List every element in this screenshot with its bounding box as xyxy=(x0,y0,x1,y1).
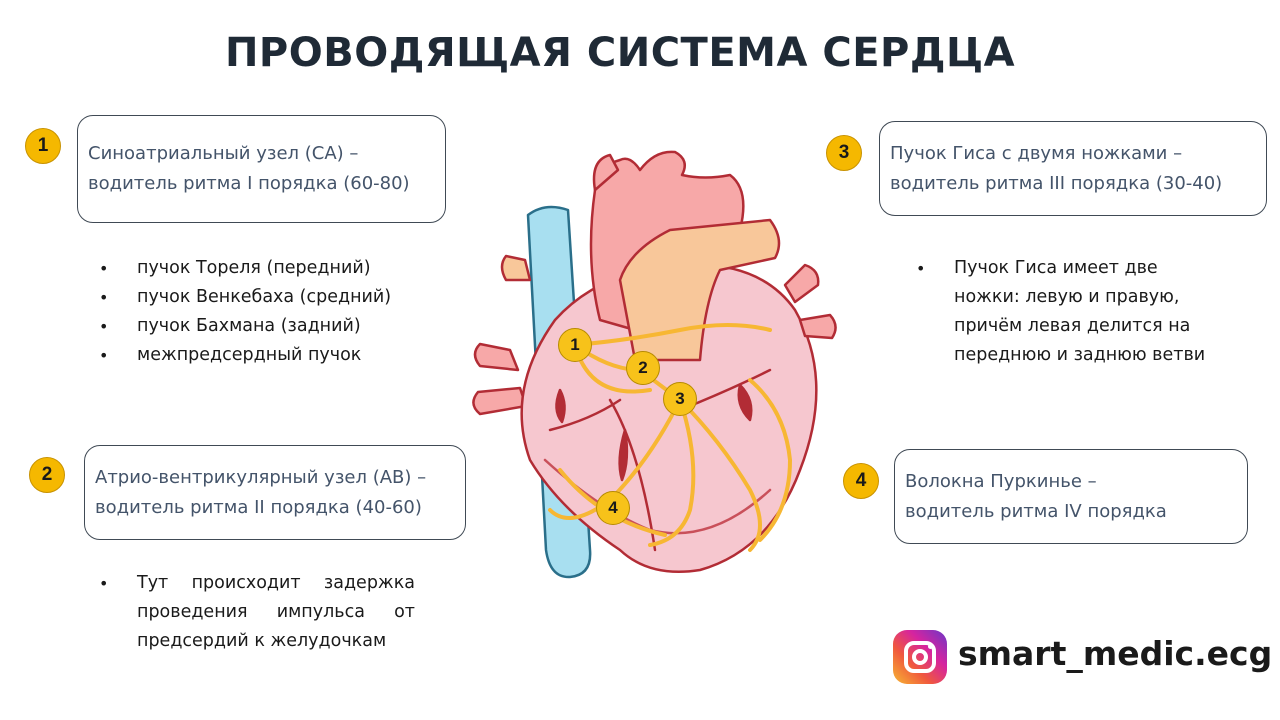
brand-handle[interactable]: smart_medic.ecg xyxy=(958,634,1273,673)
badge-3: 3 xyxy=(826,135,862,171)
heart-label-1: 1 xyxy=(558,328,592,362)
instagram-icon[interactable] xyxy=(893,630,947,684)
pulmonary-vein xyxy=(783,263,820,304)
note-line: причём левая делится на xyxy=(954,316,1191,336)
av-node-box: Атрио-вентрикулярный узел (АВ) – водител… xyxy=(84,445,466,540)
heart-label-4: 4 xyxy=(596,491,630,525)
his-bundle-box: Пучок Гиса с двумя ножками – водитель ри… xyxy=(879,121,1267,216)
page-title: ПРОВОДЯЩАЯ СИСТЕМА СЕРДЦА xyxy=(224,30,1016,76)
list-item: пучок Венкебаха (средний) xyxy=(99,283,391,312)
aorta-branch xyxy=(592,153,620,192)
sa-node-box: Синоатриальный узел (СА) – водитель ритм… xyxy=(77,115,446,223)
pulmonary-vein xyxy=(500,254,532,282)
list-item: пучок Тореля (передний) xyxy=(99,254,391,283)
note-line: ножки: левую и правую, xyxy=(954,287,1180,307)
pulmonary-vein xyxy=(473,342,520,372)
his-bundle-rate: водитель ритма III порядка (30-40) xyxy=(890,172,1223,194)
bullet-mark: • xyxy=(916,259,926,278)
list-item: пучок Бахмана (задний) xyxy=(99,312,391,341)
av-node-rate: водитель ритма II порядка (40-60) xyxy=(95,496,422,518)
valve-leaflet xyxy=(618,428,629,482)
his-bundle-note: • Пучок Гиса имеет две ножки: левую и пр… xyxy=(916,254,1205,370)
heart-label-2: 2 xyxy=(626,351,660,385)
av-node-title: Атрио-вентрикулярный узел (АВ) – xyxy=(95,466,427,488)
note-line: переднюю и заднюю ветви xyxy=(954,345,1206,365)
pulmonary-vein xyxy=(472,386,528,416)
sa-node-rate: водитель ритма I порядка (60-80) xyxy=(88,173,410,194)
badge-1: 1 xyxy=(25,128,61,164)
pulmonary-vein xyxy=(798,313,837,340)
inner-wall xyxy=(548,398,622,432)
list-item: межпредсердный пучок xyxy=(99,341,391,370)
note-line: Пучок Гиса имеет две xyxy=(954,258,1158,278)
bullet-mark: • xyxy=(99,574,109,593)
heart-illustration xyxy=(472,150,837,579)
badge-2: 2 xyxy=(29,457,65,493)
purkinje-title: Волокна Пуркинье – xyxy=(905,470,1097,492)
note-line: предсердий к желудочкам xyxy=(137,631,387,651)
valve-leaflet xyxy=(555,388,566,424)
sa-bundles-list: пучок Тореля (передний) пучок Венкебаха … xyxy=(99,254,391,370)
his-bundle-title: Пучок Гиса с двумя ножками – xyxy=(890,142,1183,164)
purkinje-rate: водитель ритма IV порядка xyxy=(905,500,1167,522)
badge-4: 4 xyxy=(843,463,879,499)
pulmonary-artery xyxy=(618,218,781,362)
sa-node-title: Синоатриальный узел (СА) – xyxy=(88,143,359,164)
purkinje-box: Волокна Пуркинье – водитель ритма IV пор… xyxy=(894,449,1248,544)
valve-leaflet xyxy=(737,383,753,422)
septum xyxy=(608,398,657,552)
heart-label-3: 3 xyxy=(663,382,697,416)
